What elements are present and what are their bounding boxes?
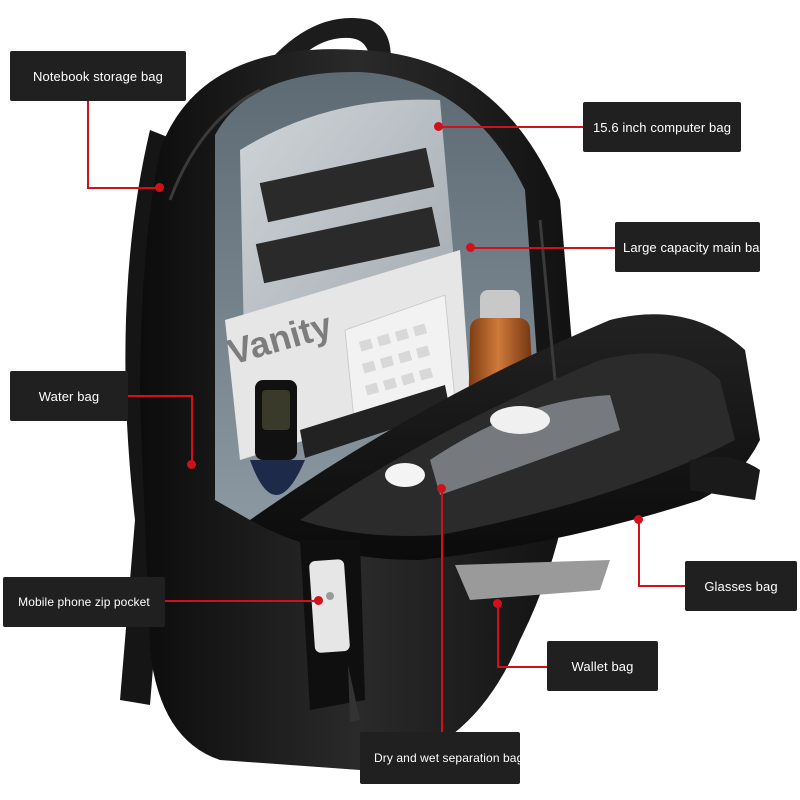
callout-line-glasses (638, 585, 685, 587)
callout-dot-water (187, 460, 196, 469)
callout-line-water (191, 395, 193, 465)
callout-dot-notebook (155, 183, 164, 192)
callout-line-dry-wet (441, 489, 443, 737)
callout-line-wallet (497, 666, 547, 668)
callout-dot-computer (434, 122, 443, 131)
callout-line-computer (440, 126, 585, 128)
label-main-bag: Large capacity main bag (615, 222, 760, 272)
callout-dot-glasses (634, 515, 643, 524)
callout-dot-dry-wet (437, 484, 446, 493)
callout-line-wallet (497, 604, 499, 667)
callout-line-notebook (87, 187, 159, 189)
label-dry-wet-separation-bag: Dry and wet separation bag (360, 732, 520, 784)
callout-line-water (127, 395, 192, 397)
label-wallet-bag: Wallet bag (547, 641, 658, 691)
label-water-bag: Water bag (10, 371, 128, 421)
label-notebook-storage-bag: Notebook storage bag (10, 51, 186, 101)
callout-line-main (470, 247, 616, 249)
label-mobile-phone-pocket: Mobile phone zip pocket (3, 577, 165, 627)
label-glasses-bag: Glasses bag (685, 561, 797, 611)
callout-dot-main (466, 243, 475, 252)
callout-dot-phone (314, 596, 323, 605)
callout-line-glasses (638, 519, 640, 586)
callout-dot-wallet (493, 599, 502, 608)
callout-line-notebook (87, 100, 89, 188)
label-computer-bag: 15.6 inch computer bag (583, 102, 741, 152)
callout-line-phone (165, 600, 318, 602)
